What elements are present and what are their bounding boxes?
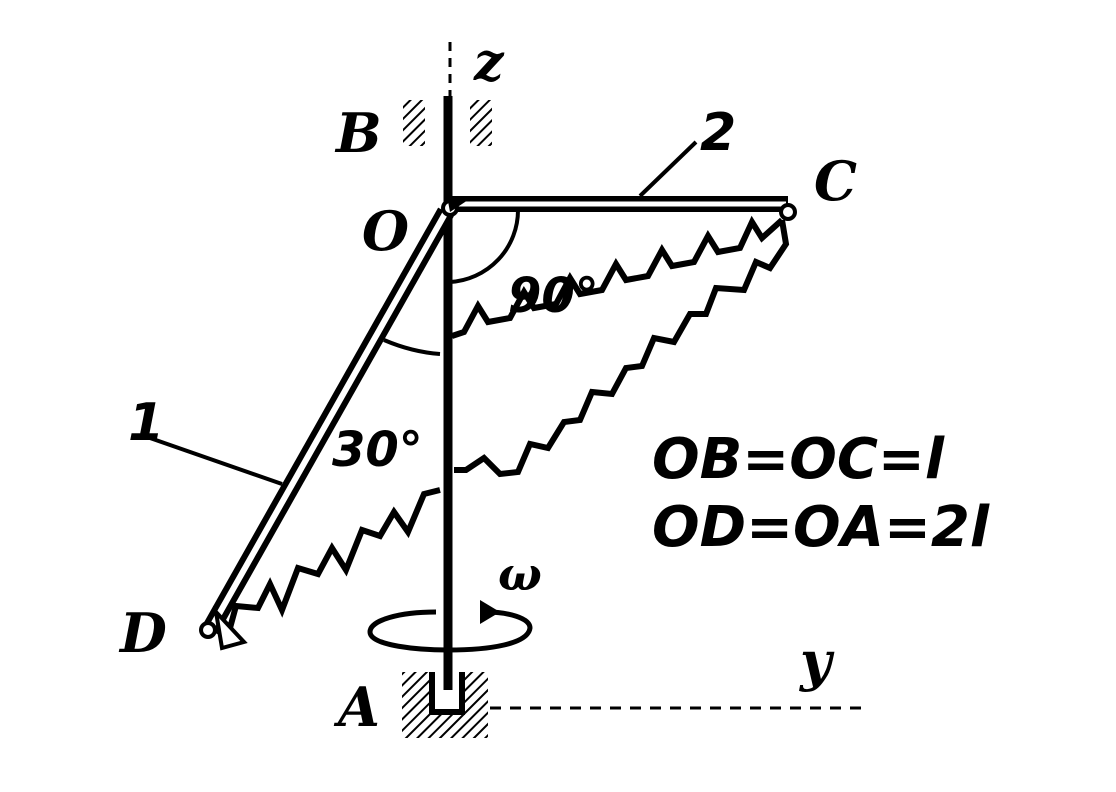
label-y: y: [799, 629, 835, 693]
rod-1: [199, 207, 454, 639]
bearing-b-left: [403, 100, 425, 146]
leader-1: [149, 436, 283, 486]
formula-line-1: OB=OC=l: [652, 427, 945, 492]
leader-2: [638, 140, 698, 198]
bearing-b-right: [470, 100, 492, 146]
label-d: D: [118, 601, 167, 665]
omega-arrow: [367, 609, 533, 653]
label-rod-1: 1: [128, 393, 164, 453]
label-b: B: [334, 101, 382, 165]
spring-c-lower: [454, 219, 790, 478]
label-omega: ω: [498, 547, 542, 601]
bearing-a-right: [462, 672, 488, 712]
joint-c: [779, 203, 797, 221]
spring-c: [451, 215, 785, 339]
rod-2: [450, 196, 797, 221]
label-o: O: [362, 199, 409, 263]
label-a: A: [333, 675, 380, 739]
spring-d: [227, 487, 441, 629]
bearing-a-base: [402, 712, 488, 738]
label-angle-90: 90°: [508, 268, 599, 324]
label-angle-30: 30°: [332, 422, 423, 478]
omega-arrowhead: [480, 600, 500, 624]
label-z: z: [473, 32, 505, 93]
arc-90: [449, 209, 521, 284]
label-c: C: [814, 149, 857, 213]
joint-o-fillet: [444, 180, 468, 212]
arc-30: [383, 338, 441, 356]
joint-d: [199, 621, 217, 639]
spring-d-end: [212, 605, 248, 651]
label-rod-2: 2: [700, 103, 736, 163]
bearing-a-left: [402, 672, 432, 712]
formula-line-2: OD=OA=2l: [652, 495, 990, 560]
bearing-a-cup: [429, 672, 465, 715]
